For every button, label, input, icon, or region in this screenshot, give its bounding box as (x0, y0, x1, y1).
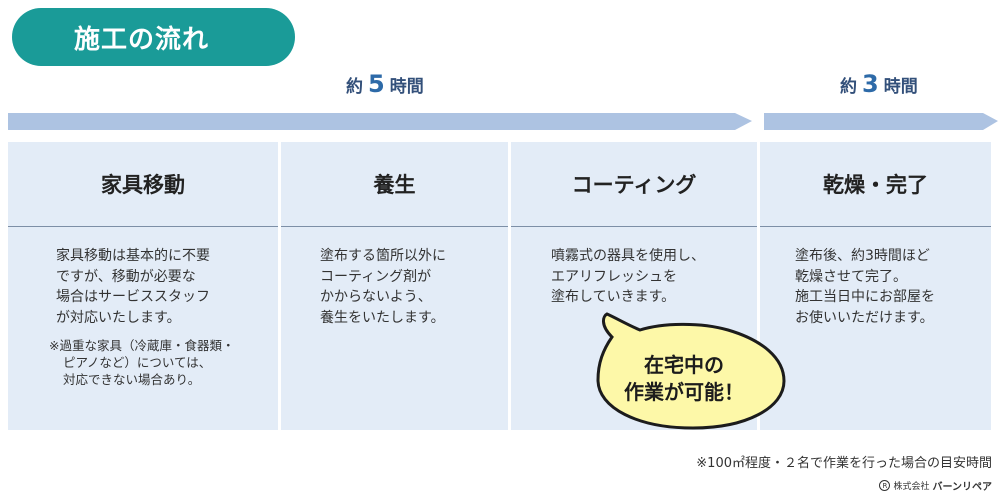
description-line: 養生をいたします。 (320, 309, 445, 326)
step-note: ※過重な家具（冷蔵庫・食器類・ ピアノなど）については、 対応できない場合あり。 (49, 337, 234, 388)
arrow-3-hours (764, 113, 998, 130)
step-title: 家具移動 (101, 173, 185, 197)
registered-mark-icon: R (879, 480, 891, 491)
step-divider (8, 226, 278, 227)
step-description: 家具移動は基本的に不要 ですが、移動が必要な 場合はサービススタッフ が対応いた… (56, 246, 210, 328)
step-description: 塗布後、約3時間ほど 乾燥させて完了。 施工当日中にお部屋を お使いいただけます… (795, 246, 935, 328)
description-line: 施工当日中にお部屋を (795, 289, 935, 305)
note-line: ※過重な家具（冷蔵庫・食器類・ (49, 338, 235, 353)
duration-unit: 時間 (389, 77, 424, 97)
description-line: 塗布後、約3時間ほど (795, 248, 930, 264)
step-divider (281, 226, 508, 227)
step-masking: 養生 塗布する箇所以外に コーティング剤が かからないよう、 養生をいたします。 (281, 142, 508, 430)
bubble-line: 在宅中の (644, 353, 724, 377)
description-line: 場合はサービススタッフ (56, 289, 210, 305)
step-title: コーティング (571, 173, 697, 197)
section-title-pill: 施工の流れ (12, 8, 295, 66)
bubble-line: 作業が可能！ (624, 380, 744, 404)
step-title: 養生 (373, 173, 416, 197)
arrow-5-hours (8, 113, 752, 130)
footnote: ※100㎡程度・２名で作業を行った場合の目安時間 (696, 456, 992, 471)
duration-unit: 時間 (883, 77, 918, 97)
step-drying-complete: 乾燥・完了 塗布後、約3時間ほど 乾燥させて完了。 施工当日中にお部屋を お使い… (760, 142, 991, 430)
duration-value: 5 (368, 70, 385, 98)
timeline-arrows (8, 113, 998, 130)
note-line: ピアノなど）については、 (63, 355, 212, 370)
company-logo: R 株式会社 バーンリペア (879, 478, 992, 493)
step-title: 乾燥・完了 (823, 173, 928, 197)
step-furniture-moving: 家具移動 家具移動は基本的に不要 ですが、移動が必要な 場合はサービススタッフ … (8, 142, 278, 430)
description-line: 塗布する箇所以外に (320, 248, 446, 264)
company-type: 株式会社 (893, 482, 930, 492)
duration-prefix: 約 (840, 77, 857, 97)
description-line: が対応いたします。 (56, 309, 181, 326)
description-line: かからないよう、 (320, 289, 432, 305)
description-line: エアリフレッシュを (551, 268, 677, 285)
brand-name: バーンリペア (932, 482, 993, 493)
step-description: 塗布する箇所以外に コーティング剤が かからないよう、 養生をいたします。 (320, 246, 446, 328)
description-line: 塗布していきます。 (551, 289, 676, 305)
duration-value: 3 (862, 70, 879, 98)
description-line: 家具移動は基本的に不要 (56, 248, 210, 264)
note-line: 対応できない場合あり。 (63, 372, 201, 387)
section-title: 施工の流れ (74, 24, 210, 55)
duration-prefix: 約 (346, 77, 363, 97)
speech-bubble-text: 在宅中の 作業が可能！ (600, 352, 768, 406)
description-line: コーティング剤が (320, 268, 432, 285)
step-description: 噴霧式の器具を使用し、 エアリフレッシュを 塗布していきます。 (551, 246, 705, 308)
step-divider (511, 226, 757, 227)
description-line: 噴霧式の器具を使用し、 (551, 248, 705, 264)
step-divider (760, 226, 991, 227)
description-line: ですが、移動が必要な (56, 268, 196, 285)
description-line: お使いいただけます。 (795, 309, 934, 326)
description-line: 乾燥させて完了。 (795, 268, 907, 285)
